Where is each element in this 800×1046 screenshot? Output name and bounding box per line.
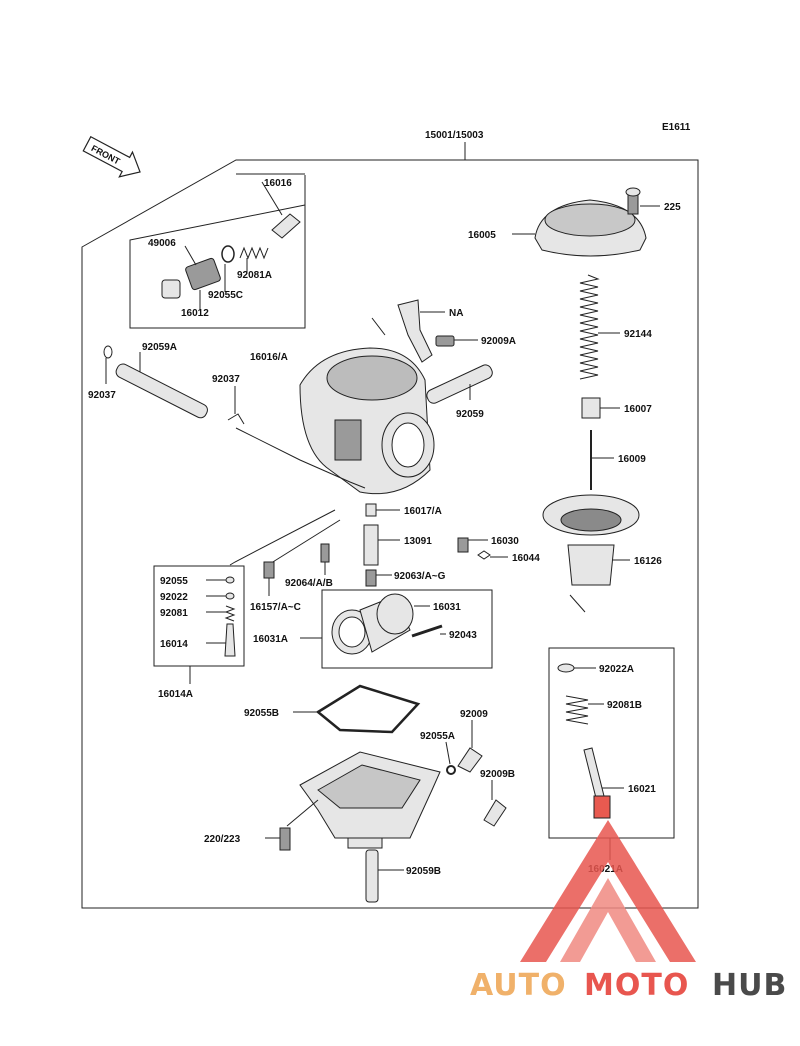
main-jet-92063 — [365, 569, 377, 587]
label-225: 225 — [664, 202, 681, 213]
label-16014: 16014 — [160, 639, 188, 650]
label-16021: 16021 — [628, 784, 656, 795]
assembly-label: 15001/15003 — [425, 130, 484, 141]
label-92037-right: 92037 — [212, 374, 240, 385]
label-92144: 92144 — [624, 329, 652, 340]
label-16017: 16017/A — [404, 506, 442, 517]
washer-92055 — [225, 576, 235, 584]
hose-92059 — [426, 364, 493, 404]
label-16009: 16009 — [618, 454, 646, 465]
label-16021A: 16021A — [588, 864, 623, 875]
jet-16017 — [365, 503, 377, 517]
label-16031A: 16031A — [253, 634, 288, 645]
holder-subassy-frame — [321, 589, 493, 669]
part-16044 — [477, 550, 491, 560]
label-92059A: 92059A — [142, 342, 177, 353]
label-92022: 92022 — [160, 592, 188, 603]
label-92081A: 92081A — [237, 270, 272, 281]
direction-mark — [569, 594, 586, 613]
label-16157: 16157/A~C — [250, 602, 301, 613]
label-13091: 13091 — [404, 536, 432, 547]
starter-plunger-frame — [548, 647, 675, 839]
screw-92009B — [483, 799, 507, 827]
hose-92059B — [365, 849, 379, 903]
gasket-92055B — [315, 684, 421, 734]
pilot-screw-parts — [161, 213, 301, 299]
spring-92081B — [565, 695, 589, 725]
assembly-frame — [81, 159, 699, 909]
label-16012: 16012 — [181, 308, 209, 319]
label-16031: 16031 — [433, 602, 461, 613]
needle-jet-13091 — [363, 524, 379, 566]
diagram-code: E1611 — [662, 122, 691, 133]
label-92059: 92059 — [456, 409, 484, 420]
clip-92037-left — [103, 345, 113, 359]
watermark-text-2: MOTO — [584, 968, 689, 1003]
clip-92037-right — [227, 413, 245, 425]
label-16044: 16044 — [512, 553, 540, 564]
drain-screw-92009 — [457, 747, 483, 773]
label-92064: 92064/A/B — [285, 578, 333, 589]
label-92009B: 92009B — [480, 769, 515, 780]
spring-92081 — [224, 605, 236, 622]
washer-92022 — [225, 592, 235, 600]
washer-92022A — [557, 663, 575, 673]
label-92009A: 92009A — [481, 336, 516, 347]
jet-16157 — [263, 561, 275, 579]
label-220-223: 220/223 — [204, 834, 241, 845]
pilot-screw-subassy-frame — [129, 204, 306, 329]
label-92055: 92055 — [160, 576, 188, 587]
diaphragm-16126 — [542, 494, 640, 586]
screw-225 — [625, 187, 641, 215]
watermark-text-3: HUB — [712, 968, 787, 1003]
holder-16031 — [331, 593, 414, 655]
label-16016A: 16016/A — [250, 352, 288, 363]
label-NA: NA — [449, 308, 463, 319]
spring-92144 — [579, 274, 600, 380]
part-16030 — [457, 537, 469, 553]
label-16030: 16030 — [491, 536, 519, 547]
float-bowl — [299, 751, 441, 849]
jet-subassy-frame — [153, 565, 245, 667]
label-16014A: 16014A — [158, 689, 193, 700]
label-92055A: 92055A — [420, 731, 455, 742]
label-92022A: 92022A — [599, 664, 634, 675]
needle-holder-16007 — [581, 397, 601, 419]
label-92059B: 92059B — [406, 866, 441, 877]
label-92043: 92043 — [449, 630, 477, 641]
throttle-lever — [397, 299, 433, 363]
label-16005: 16005 — [468, 230, 496, 241]
label-92037-left: 92037 — [88, 390, 116, 401]
label-92081: 92081 — [160, 608, 188, 619]
label-92055C: 92055C — [208, 290, 243, 301]
o-ring-92055A — [446, 765, 456, 775]
label-16016: 16016 — [264, 178, 292, 189]
label-92055B: 92055B — [244, 708, 279, 719]
screw-92043 — [411, 624, 443, 638]
plug-92064 — [320, 543, 330, 563]
starter-plunger-16021 — [583, 747, 611, 819]
top-cover-16005 — [534, 199, 647, 257]
label-49006: 49006 — [148, 238, 176, 249]
front-arrow-icon: FRONT — [82, 135, 141, 178]
watermark-logo-icon — [520, 820, 696, 962]
carburetor-body — [299, 347, 435, 495]
screw-16014 — [224, 623, 236, 657]
label-92081B: 92081B — [607, 700, 642, 711]
watermark-text-1: AUTO — [470, 968, 567, 1003]
label-16007: 16007 — [624, 404, 652, 415]
label-92009: 92009 — [460, 709, 488, 720]
screw-220 — [279, 827, 291, 851]
screw-92009A — [435, 335, 455, 347]
label-16126: 16126 — [634, 556, 662, 567]
label-92063: 92063/A~G — [394, 571, 446, 582]
hose-92059A — [115, 363, 208, 419]
